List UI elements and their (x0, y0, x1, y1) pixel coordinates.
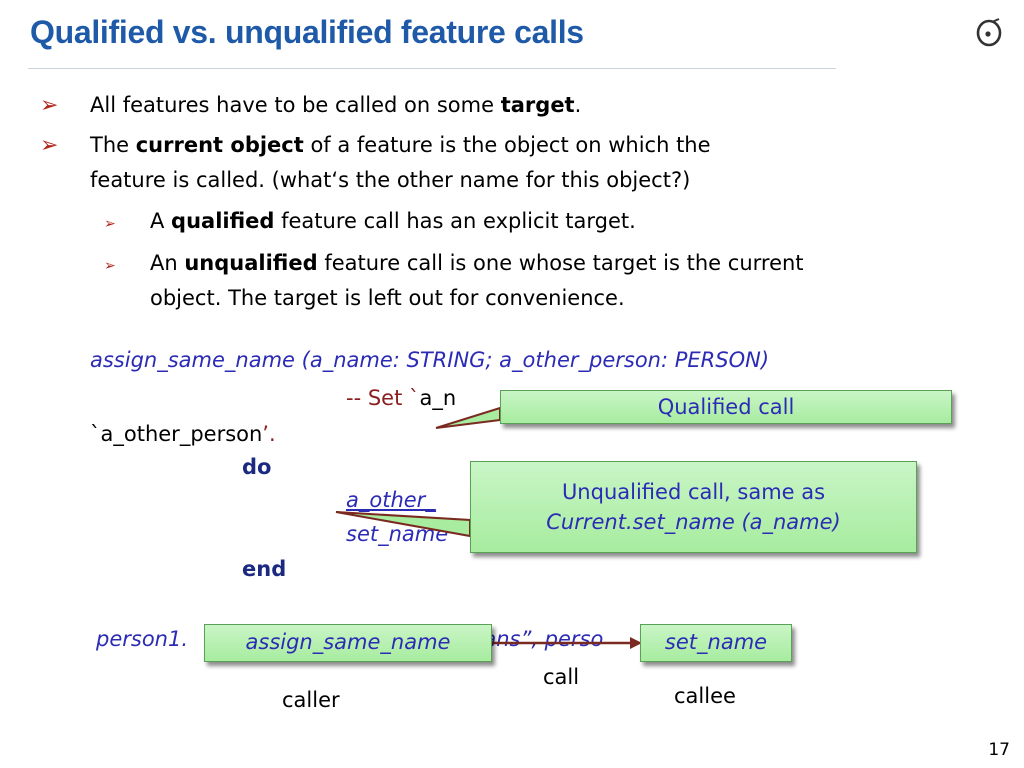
page-number: 17 (988, 740, 1010, 760)
code-call-middle: dans”, perso (470, 627, 604, 651)
sub-bullet-1-text: A qualified feature call has an explicit… (150, 209, 636, 233)
unqualified-callout-line1: Unqualified call, same as (561, 480, 826, 504)
code-end-keyword: end (242, 557, 287, 581)
bullet-arrow-icon: ➢ (40, 133, 59, 158)
bullet-2: ➢ (40, 128, 58, 163)
sub-bullet-2-text: An unqualified feature call is one whose… (150, 251, 804, 310)
slide-title: Qualified vs. unqualified feature calls (30, 14, 584, 50)
unqualified-callout-line2: Current.set_name (a_name) (546, 510, 841, 534)
title-divider (28, 68, 836, 69)
qualified-call-callout: Qualified call (500, 390, 952, 424)
unqualified-call-callout: Unqualified call, same as Current.set_na… (470, 461, 917, 553)
call-arrow-head (630, 637, 642, 649)
sub-bullet-1: ➢ (104, 204, 116, 242)
bullet-arrow-icon: ➢ (40, 93, 59, 118)
code-comment-line2: `a_other_person’. (90, 422, 276, 446)
callee-label: callee (674, 684, 736, 708)
bullet-2-text: The current object of a feature is the o… (90, 133, 711, 192)
unqualified-pointer (335, 511, 471, 538)
sub-bullet-arrow-icon: ➢ (104, 258, 116, 274)
bullet-1: ➢ (40, 88, 58, 123)
eth-logo-icon (972, 16, 1006, 50)
caller-label: caller (282, 688, 340, 712)
code-comment-line1: -- Set `a_n (346, 386, 457, 410)
code-qualified-stmt: a_other_ (346, 488, 436, 512)
call-label: call (543, 665, 580, 689)
sub-bullet-arrow-icon: ➢ (104, 216, 116, 232)
bullet-1-text: All features have to be called on some t… (90, 93, 582, 117)
set-name-box: set_name (640, 624, 792, 662)
code-signature: assign_same_name (a_name: STRING; a_othe… (90, 348, 770, 372)
qualified-pointer (435, 406, 501, 429)
code-call-prefix: person1. (96, 627, 189, 651)
sub-bullet-2: ➢ (104, 246, 116, 284)
code-do-keyword: do (242, 455, 272, 479)
assign-same-name-box: assign_same_name (204, 624, 492, 662)
